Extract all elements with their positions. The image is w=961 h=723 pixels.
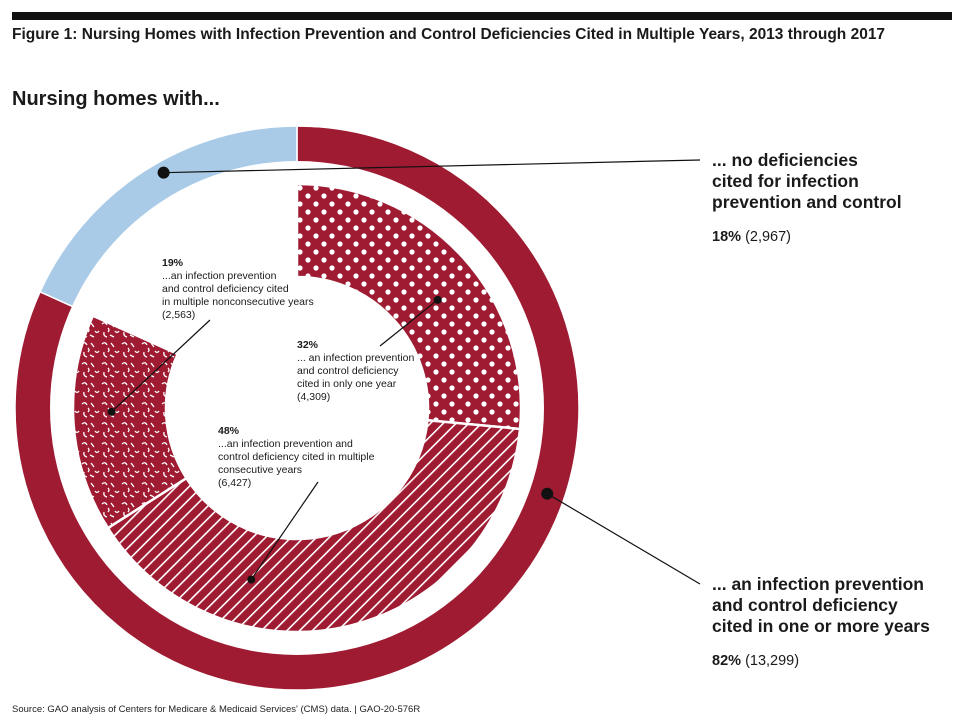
label-none-value: 18% (2,967)	[712, 229, 791, 245]
label-none-desc-line-2: cited for infection	[712, 171, 859, 191]
label-nonconsecutive-desc-line-2: and control deficiency cited	[162, 283, 289, 295]
outer-none-leader-line	[163, 159, 701, 174]
label-consecutive-desc-line-2: control deficiency cited in multiple	[218, 451, 375, 463]
label-one-year-count: (4,309)	[297, 391, 330, 403]
label-consecutive-desc-line-1: ...an infection prevention and	[218, 438, 353, 450]
label-one-or-more-desc-line-3: cited in one or more years	[712, 616, 930, 636]
label-nonconsecutive-desc-line-1: ...an infection prevention	[162, 270, 277, 282]
label-consecutive-count: (6,427)	[218, 477, 251, 489]
label-one-year-desc-line-1: ... an infection prevention	[297, 352, 414, 364]
inner-consecutive-leader-line	[250, 481, 319, 580]
label-one-year-desc-line-2: and control deficiency	[297, 365, 399, 377]
inner-nonconsecutive-leader-dot	[107, 407, 116, 416]
outer-one-or-more-leader-dot	[541, 487, 554, 500]
inner-one-year-leader-dot	[433, 295, 442, 304]
outer-none-leader-dot	[157, 166, 170, 179]
label-none-desc-line-3: prevention and control	[712, 192, 902, 212]
figure-title: Figure 1: Nursing Homes with Infection P…	[12, 26, 886, 43]
label-consecutive-percent: 48%	[218, 425, 240, 437]
label-nonconsecutive-count: (2,563)	[162, 309, 195, 321]
inner-nonconsecutive-leader-line	[111, 319, 211, 413]
outer-one-or-more-leader-line	[546, 493, 701, 585]
label-none-desc-line-1: ... no deficiencies	[712, 150, 858, 170]
label-one-or-more-desc-line-1: ... an infection prevention	[712, 574, 924, 594]
label-nonconsecutive-desc-line-3: in multiple nonconsecutive years	[162, 296, 314, 308]
chart-subtitle: Nursing homes with...	[12, 88, 220, 110]
top-rule	[12, 12, 952, 20]
label-consecutive-desc-line-3: consecutive years	[218, 464, 302, 476]
label-nonconsecutive-percent: 19%	[162, 257, 184, 269]
source-note: Source: GAO analysis of Centers for Medi…	[12, 704, 421, 715]
label-one-or-more-desc-line-2: and control deficiency	[712, 595, 898, 615]
donut-hole	[166, 277, 428, 539]
inner-one-year-leader-line	[379, 299, 439, 347]
label-one-or-more-value: 82% (13,299)	[712, 653, 799, 669]
label-one-year-percent: 32%	[297, 339, 319, 351]
label-one-year-desc-line-3: cited in only one year	[297, 378, 397, 390]
inner-consecutive-leader-dot	[247, 575, 256, 584]
